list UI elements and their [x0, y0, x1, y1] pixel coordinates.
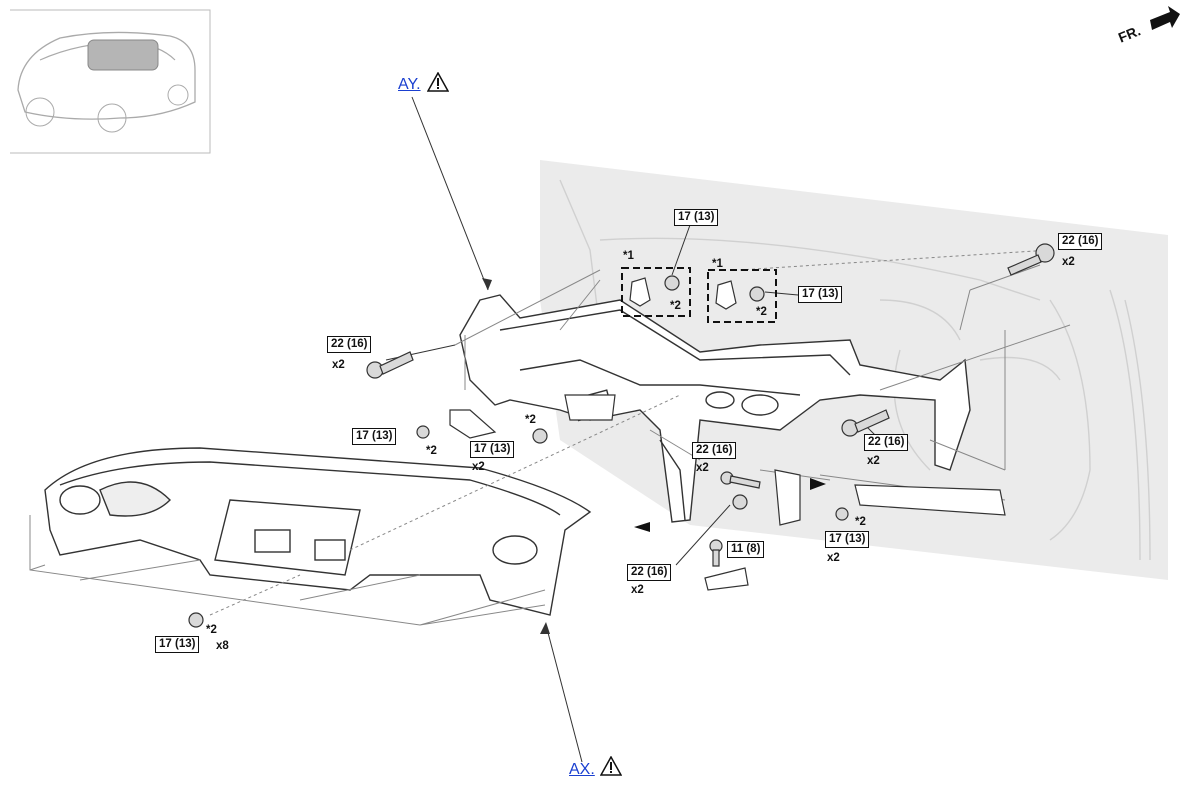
front-arrow-icon [1150, 6, 1180, 30]
bolt-17-bottom [188, 612, 204, 628]
bolt-22-center [720, 471, 761, 489]
note-star2: *2 [206, 624, 217, 636]
note-quantity: x2 [631, 584, 644, 596]
torque-callout: 17 (13) [674, 209, 719, 226]
note-quantity: x2 [696, 462, 709, 474]
note-star2: *2 [525, 414, 536, 426]
bolt-22-right [841, 409, 890, 437]
note-star2: *2 [855, 516, 866, 528]
note-star1: *1 [623, 250, 634, 262]
note-quantity: x2 [472, 461, 485, 473]
note-star2: *2 [756, 306, 767, 318]
dashed-lines [209, 249, 1051, 616]
instrument-panel-reinforcement [459, 294, 971, 523]
instrument-panel [44, 447, 592, 616]
note-star1: *1 [712, 258, 723, 270]
torque-callout: 17 (13) [825, 531, 870, 548]
bolt-17-mid [532, 428, 548, 444]
torque-callout: 17 (13) [352, 428, 397, 445]
bolts [188, 243, 1055, 628]
note-quantity: x2 [867, 455, 880, 467]
note-quantity: x2 [1062, 256, 1075, 268]
bolt-17-box2 [749, 286, 765, 302]
vehicle-thumbnail [10, 9, 211, 154]
warning-triangle-icon [600, 756, 622, 776]
dashed-callout-boxes [621, 267, 777, 323]
torque-callout: 17 (13) [155, 636, 200, 653]
leader-lines [385, 96, 886, 763]
link-ax[interactable]: AX. [569, 761, 595, 778]
projection-lines [29, 264, 1071, 626]
note-star2: *2 [670, 300, 681, 312]
bolt-22-top-right [1007, 243, 1055, 276]
bolt-22-lower [732, 494, 748, 510]
bolt-17-left [416, 425, 430, 439]
note-quantity: x2 [827, 552, 840, 564]
link-ay[interactable]: AY. [398, 76, 421, 93]
bolt-11 [709, 539, 723, 567]
note-star2: *2 [426, 445, 437, 457]
note-quantity: x8 [216, 640, 229, 652]
bolt-17-right [835, 507, 849, 521]
torque-callout: 17 (13) [798, 286, 843, 303]
leader-arrowheads [482, 278, 550, 634]
torque-callout: 22 (16) [627, 564, 672, 581]
note-quantity: x2 [332, 359, 345, 371]
torque-callout: 22 (16) [327, 336, 372, 353]
bolt-17-box1 [664, 275, 680, 291]
torque-callout: 11 (8) [727, 541, 765, 558]
direction-markers [634, 478, 826, 532]
torque-callout: 22 (16) [692, 442, 737, 459]
bolt-22-left [366, 351, 414, 379]
torque-callout: 22 (16) [864, 434, 909, 451]
bracket-parts [449, 277, 1006, 591]
torque-callout: 22 (16) [1058, 233, 1103, 250]
torque-callout: 17 (13) [470, 441, 515, 458]
warning-triangle-icon [427, 72, 449, 92]
